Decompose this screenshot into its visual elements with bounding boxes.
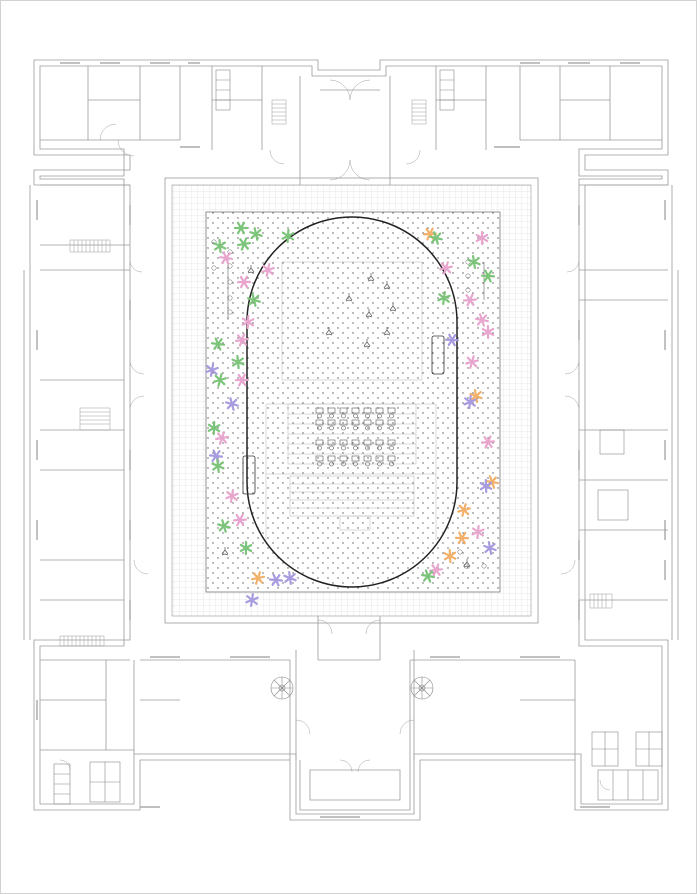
running-track	[246, 216, 458, 588]
plant-icon	[439, 261, 453, 275]
plant-icon	[225, 489, 239, 503]
plant-icon	[213, 238, 227, 254]
plant-icon	[463, 394, 477, 410]
plant-icon	[480, 269, 496, 283]
plant-icon	[247, 293, 261, 307]
plant-icon	[232, 513, 248, 527]
plant-icon	[480, 435, 496, 449]
plant-icon	[205, 363, 219, 377]
plant-icon	[481, 324, 495, 340]
plant-icon	[429, 231, 443, 245]
plant-icon	[428, 563, 444, 577]
spiral-stair-icon	[270, 676, 434, 700]
plant-icon	[225, 397, 239, 411]
plant-icon	[233, 221, 249, 235]
plant-icon	[268, 573, 284, 587]
plant-icon	[234, 373, 250, 387]
plant-icon	[479, 478, 493, 494]
plant-icon	[261, 263, 275, 277]
toilet-icon	[53, 69, 663, 805]
plant-icon	[465, 355, 479, 369]
plant-icon	[241, 314, 255, 330]
window-ticks	[36, 62, 666, 818]
plant-icon	[237, 237, 251, 251]
plant-icon	[471, 524, 485, 540]
plant-icon	[283, 570, 297, 586]
plant-icon	[213, 373, 227, 387]
plant-icon	[210, 337, 226, 351]
plant-icon	[249, 227, 263, 241]
plant-icon	[251, 571, 265, 585]
plant-icon	[239, 540, 253, 556]
plant-icon	[207, 420, 221, 436]
plant-icon	[475, 313, 489, 327]
plant-icon	[437, 291, 451, 305]
field-outline	[265, 261, 437, 540]
plant-icon	[475, 230, 489, 246]
plant-icon	[211, 458, 225, 474]
plant-icon	[219, 251, 233, 265]
plant-icon	[444, 333, 460, 347]
plant-icon	[467, 255, 481, 269]
plant-icon	[205, 221, 499, 608]
plant-icon	[208, 449, 224, 463]
plant-icon	[421, 569, 435, 583]
building-walls	[23, 59, 679, 821]
plant-icon	[454, 531, 470, 545]
plant-icon	[483, 540, 497, 556]
plant-icon	[462, 293, 478, 307]
plant-icon	[235, 333, 249, 347]
plant-icon	[217, 519, 231, 533]
plant-icon	[231, 354, 245, 370]
desk-seat-icon	[315, 407, 396, 467]
plant-icon	[215, 431, 229, 445]
plant-icon	[469, 389, 483, 403]
plant-icon	[443, 548, 457, 564]
courtyard-posts	[211, 239, 487, 569]
person-figure-icon	[221, 265, 471, 568]
stairs	[59, 99, 613, 647]
plant-icon	[236, 275, 252, 289]
plant-icon	[281, 228, 295, 244]
plant-icon	[457, 503, 471, 517]
plant-icon	[245, 592, 259, 608]
